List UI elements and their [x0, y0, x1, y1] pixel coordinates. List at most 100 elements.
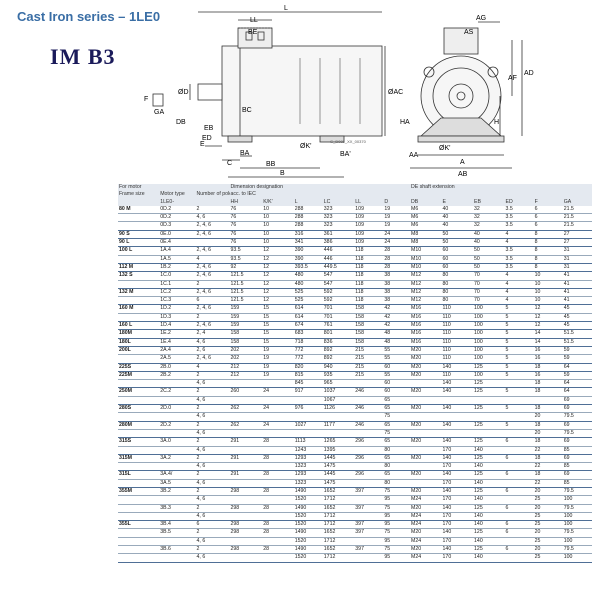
- table-cell: 3B.6: [160, 546, 171, 553]
- table-cell: [473, 396, 505, 404]
- table-cell: 1520: [294, 496, 307, 503]
- label-a: A: [460, 159, 465, 166]
- column-header: F: [533, 198, 563, 206]
- table-cell: [442, 413, 474, 421]
- table-cell: 397: [355, 546, 364, 553]
- table-cell: 140: [442, 363, 452, 370]
- table-cell: 480: [294, 272, 304, 279]
- table-cell: 10: [534, 288, 541, 295]
- table-cell: [505, 463, 534, 471]
- table-cell: 158: [230, 330, 240, 337]
- table-cell: 60: [442, 247, 449, 254]
- table-cell: 202: [230, 355, 240, 362]
- frame-size-cell: 200L: [119, 346, 131, 353]
- table-cell: 170: [442, 521, 452, 528]
- table-cell: 40: [474, 230, 480, 237]
- table-cell: 3B.2: [160, 487, 171, 494]
- table-cell: 118: [355, 255, 364, 262]
- table-cell: 1520: [294, 537, 307, 544]
- header-frame-size: Frame size: [118, 191, 160, 199]
- table-cell: 6: [505, 504, 509, 511]
- table-cell: 140: [474, 463, 483, 470]
- table-cell: 93.5: [230, 247, 241, 254]
- table-cell: 6: [534, 214, 538, 221]
- table-cell: 5: [505, 371, 509, 378]
- table-cell: [354, 463, 383, 471]
- table-cell: 75: [384, 413, 391, 420]
- table-cell: 70: [474, 272, 480, 279]
- table-cell: 24: [384, 239, 391, 246]
- frame-size-cell: 90 S: [119, 230, 130, 237]
- label-ga: GA: [154, 109, 164, 116]
- column-header: [118, 198, 160, 206]
- table-cell: 158: [355, 322, 364, 329]
- table-cell: 4, 6: [196, 537, 206, 544]
- table-cell: M24: [411, 496, 422, 503]
- table-cell: 525: [294, 288, 304, 295]
- table-cell: 15: [263, 330, 269, 337]
- table-cell: 70: [474, 297, 480, 304]
- series-title: Cast Iron series – 1LE0: [17, 9, 161, 24]
- table-cell: [505, 537, 534, 545]
- table-cell: 10: [534, 272, 541, 279]
- column-header: [195, 198, 230, 206]
- table-cell: 4, 6: [196, 554, 206, 561]
- table-cell: [159, 463, 195, 471]
- table-cell: 140: [474, 446, 483, 453]
- table-cell: 159: [230, 322, 240, 329]
- table-cell: 1712: [323, 512, 336, 519]
- table-cell: 449.5: [323, 263, 337, 270]
- table-cell: 75: [384, 546, 391, 553]
- table-cell: 65: [384, 421, 391, 428]
- table-cell: 121.5: [230, 297, 244, 304]
- table-cell: 3A.0: [160, 438, 171, 445]
- frame-size-cell: 225M: [119, 371, 132, 378]
- table-cell: 31: [563, 247, 570, 254]
- table-cell: [159, 429, 195, 437]
- table-cell: 12: [263, 280, 269, 287]
- table-cell: 212: [230, 363, 240, 370]
- table-cell: 1490: [294, 546, 307, 553]
- frame-size-cell: [118, 504, 159, 512]
- table-cell: 79.5: [563, 429, 574, 436]
- table-cell: 15: [263, 338, 269, 345]
- table-cell: 95: [384, 512, 391, 519]
- table-cell: M24: [411, 521, 422, 528]
- table-cell: 1490: [294, 504, 307, 511]
- frame-size-cell: 355M: [119, 487, 132, 494]
- table-cell: 1C.2: [160, 288, 172, 295]
- table-cell: [230, 446, 263, 454]
- table-cell: 10: [263, 205, 269, 212]
- table-cell: 212: [230, 371, 240, 378]
- table-cell: 42: [384, 305, 391, 312]
- table-cell: 10: [534, 297, 541, 304]
- table-cell: 1265: [323, 438, 336, 445]
- table-cell: 4: [505, 239, 509, 246]
- table-cell: 701: [323, 305, 333, 312]
- table-cell: 296: [355, 438, 364, 445]
- header-acc-iec: acc. to IEC: [229, 191, 592, 199]
- table-cell: 2: [196, 313, 200, 320]
- table-cell: 100: [563, 496, 573, 503]
- table-cell: 2, 4, 6: [196, 272, 211, 279]
- table-cell: [159, 512, 195, 520]
- column-header: D: [383, 198, 411, 206]
- table-cell: 1520: [294, 512, 307, 519]
- table-cell: 393.5: [294, 263, 308, 270]
- table-cell: [262, 537, 294, 545]
- table-cell: 1652: [323, 546, 336, 553]
- table-cell: [323, 413, 355, 421]
- frame-size-cell: [118, 463, 159, 471]
- label-h: H: [494, 119, 499, 126]
- table-cell: M20: [411, 454, 422, 461]
- table-cell: 38: [384, 288, 391, 295]
- table-cell: 60: [442, 263, 449, 270]
- table-cell: 3.5: [505, 222, 513, 229]
- table-cell: 140: [442, 454, 452, 461]
